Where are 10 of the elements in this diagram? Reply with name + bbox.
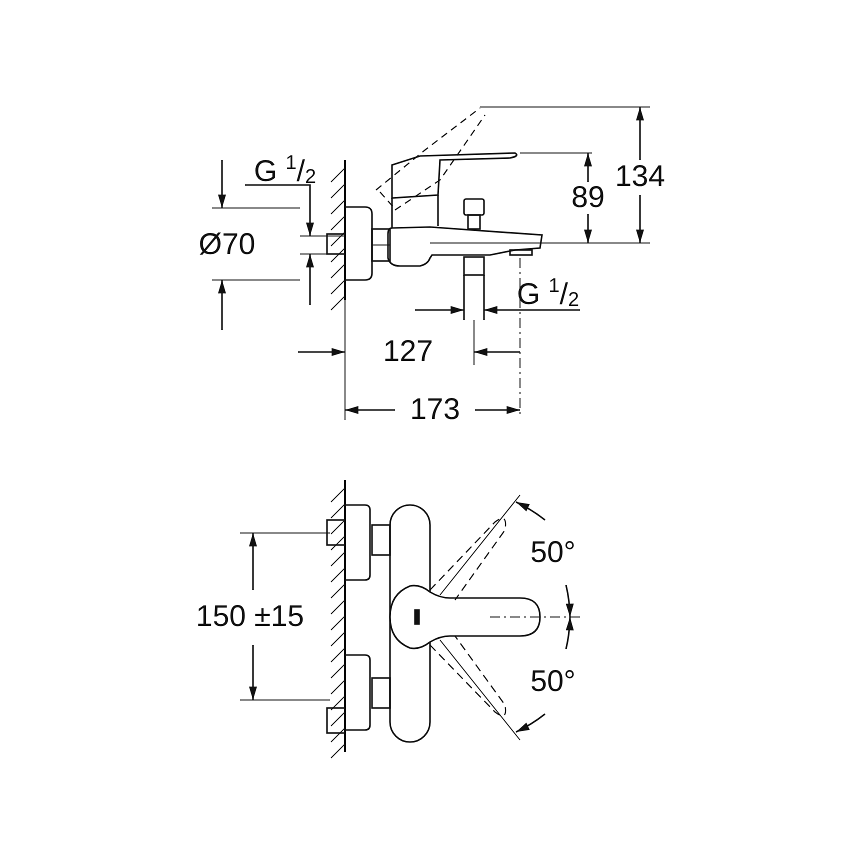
- dimension-label: Ø70: [198, 230, 256, 260]
- dimension-label: G $^{1}$/$_{2}$: [516, 276, 580, 310]
- dimension-label: 173: [410, 395, 460, 425]
- dimension-label: G $^{1}$/$_{2}$: [254, 153, 316, 187]
- dimension-label: 134: [614, 162, 666, 192]
- dimension-label: 127: [382, 337, 434, 367]
- dimension-label: 89: [571, 183, 605, 213]
- dimension-label: 50°: [530, 538, 576, 568]
- dimension-label: 50°: [530, 667, 576, 697]
- dimension-label: 150 ±15: [196, 602, 304, 632]
